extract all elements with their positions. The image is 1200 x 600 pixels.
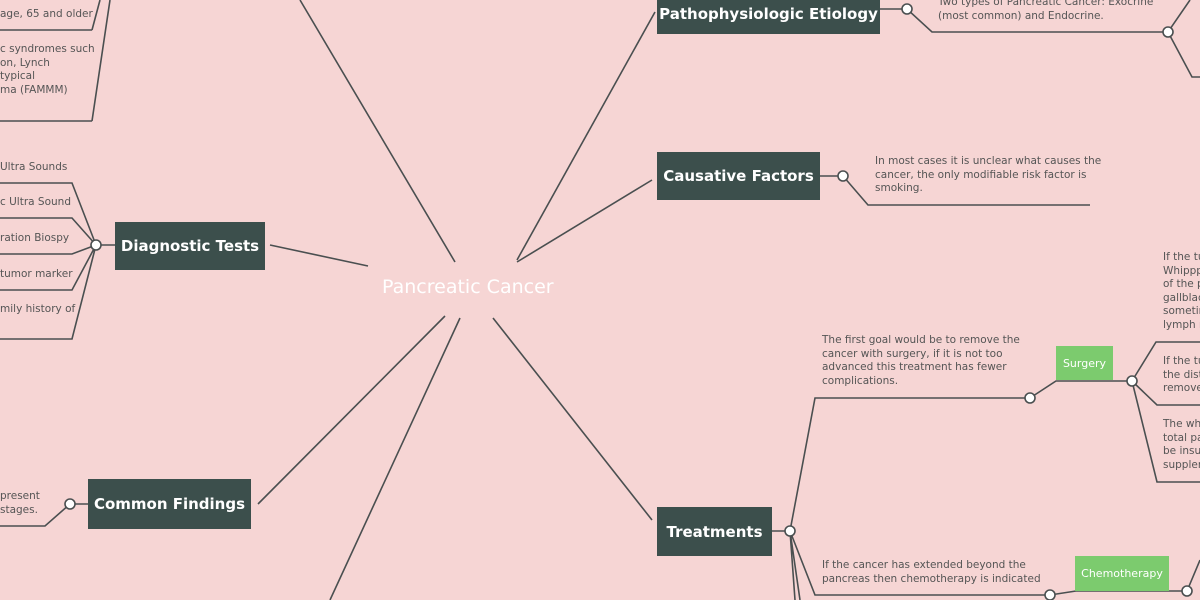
note-line: typical: [0, 70, 36, 82]
note-line: smoking.: [875, 182, 923, 194]
note-line: stages.: [0, 503, 38, 516]
note-line: age, 65 and older: [0, 8, 93, 20]
note-line: cancer, the only modifiable risk factor …: [875, 168, 1087, 181]
risk-note-syndromes[interactable]: c syndromes such on, Lynch typical ma (F…: [0, 43, 95, 97]
note-line: on, Lynch: [0, 56, 50, 69]
causative-factors-node[interactable]: Causative Factors: [657, 152, 820, 200]
diagnostic-note[interactable]: c Ultra Sound: [0, 196, 71, 208]
diagnostic-note[interactable]: ration Biospy: [0, 232, 70, 244]
surgery-note[interactable]: The first goal would be to remove the ca…: [822, 334, 1020, 388]
note-line: present: [0, 490, 40, 502]
note-line: (most common) and Endocrine.: [938, 9, 1104, 22]
diagnostic-note[interactable]: mily history of: [0, 303, 76, 315]
note-line: the dist: [1163, 368, 1200, 381]
diagnostic-note[interactable]: tumor marker: [0, 268, 73, 280]
note-line: pancreas then chemotherapy is indicated: [822, 572, 1041, 585]
risk-note-age[interactable]: age, 65 and older: [0, 8, 93, 22]
note-line: Two types of Pancreatic Cancer: Exocrine: [938, 0, 1154, 8]
treatments-node[interactable]: Treatments: [657, 507, 772, 556]
note-line: of the p: [1163, 278, 1200, 290]
note-line: lymph n: [1163, 318, 1200, 331]
etiology-note[interactable]: Two types of Pancreatic Cancer: Exocrine…: [938, 0, 1153, 23]
note-line: gallblad: [1163, 291, 1200, 304]
note-line: complications.: [822, 374, 899, 387]
diagnostic-note[interactable]: Ultra Sounds: [0, 161, 68, 173]
chemotherapy-node[interactable]: Chemotherapy: [1075, 556, 1169, 591]
common-findings-node[interactable]: Common Findings: [88, 479, 251, 529]
note-line: Whippp: [1163, 264, 1200, 277]
note-line: be insul: [1163, 445, 1200, 457]
surgery-child-note[interactable]: If the tu the dist remove: [1163, 355, 1200, 396]
etiology-node[interactable]: Pathophysiologic Etiology: [657, 0, 880, 34]
node-handles: [64, 3, 1193, 600]
note-line: c syndromes such: [0, 43, 95, 55]
surgery-child-note[interactable]: If the tu Whippp of the p gallblad somet…: [1163, 251, 1200, 332]
note-line: The first goal would be to remove the: [822, 334, 1020, 346]
note-line: If the tu: [1163, 355, 1200, 367]
note-line: If the cancer has extended beyond the: [822, 559, 1026, 571]
surgery-child-note[interactable]: The wh total pa be insul supplen: [1163, 418, 1200, 472]
note-line: supplen: [1163, 458, 1200, 471]
note-line: cancer with surgery, if it is not too: [822, 347, 1003, 360]
note-line: In most cases it is unclear what causes …: [875, 155, 1102, 167]
note-line: sometim: [1163, 305, 1200, 317]
note-line: ma (FAMMM): [0, 83, 68, 96]
surgery-node[interactable]: Surgery: [1056, 346, 1113, 380]
note-line: remove: [1163, 382, 1200, 394]
note-line: advanced this treatment has fewer: [822, 361, 1007, 373]
note-line: The wh: [1163, 418, 1200, 430]
note-line: If the tu: [1163, 251, 1200, 263]
common-findings-note[interactable]: present stages.: [0, 490, 40, 517]
root-topic[interactable]: Pancreatic Cancer: [382, 276, 554, 298]
note-line: total pa: [1163, 431, 1200, 444]
causative-note[interactable]: In most cases it is unclear what causes …: [875, 155, 1101, 196]
diagnostic-tests-node[interactable]: Diagnostic Tests: [115, 222, 265, 270]
chemotherapy-note[interactable]: If the cancer has extended beyond the pa…: [822, 559, 1041, 586]
